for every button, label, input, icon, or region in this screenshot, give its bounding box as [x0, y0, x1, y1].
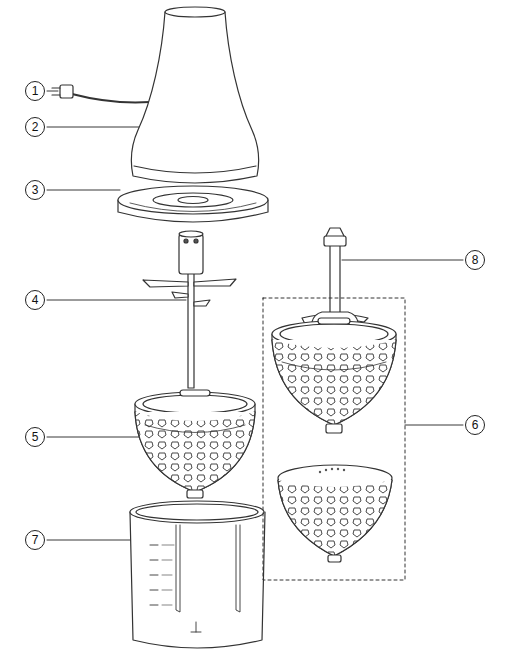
callout-number: 8	[465, 250, 485, 270]
callout-number: 5	[25, 427, 45, 447]
callout-number: 6	[465, 415, 485, 435]
callout-number: 4	[25, 290, 45, 310]
callout-number: 7	[25, 530, 45, 550]
callout-number: 2	[25, 117, 45, 137]
callout-number: 1	[25, 81, 45, 101]
callout-number: 3	[25, 180, 45, 200]
